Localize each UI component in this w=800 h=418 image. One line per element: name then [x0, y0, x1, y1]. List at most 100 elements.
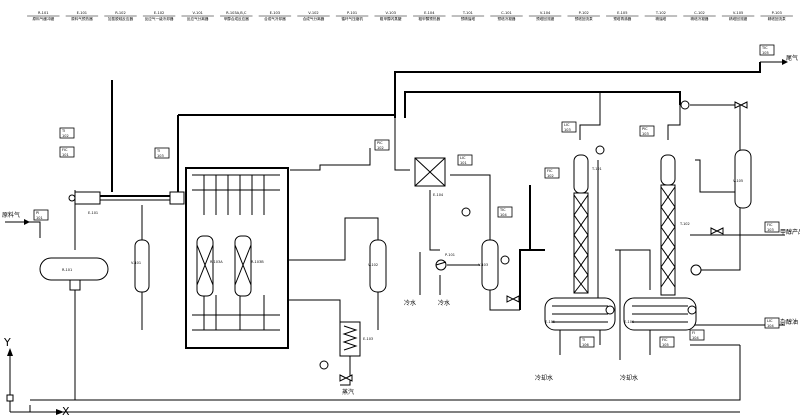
- v105-label: V-105: [733, 179, 743, 183]
- pump-3: [680, 100, 690, 110]
- e106-label: E-106: [624, 320, 634, 324]
- ti106-tag: TI: [581, 338, 585, 342]
- header-equipment-name: 预塔再沸器: [613, 16, 631, 21]
- instrument-ti103: TI 103: [154, 147, 170, 159]
- reactor-r103b: R-103B: [234, 235, 264, 297]
- pic103-number: 103: [642, 132, 649, 136]
- instrument-lic104: LIC 104: [764, 317, 780, 329]
- heat-exchanger-center: E-104: [414, 157, 446, 197]
- header-equipment-tag: P-101: [347, 11, 357, 15]
- header-equipment-name: 合成气冷却器: [264, 16, 286, 21]
- ti103-number: 103: [157, 154, 164, 158]
- fi104-tag: FI: [692, 331, 695, 335]
- v103-label: V-103: [478, 263, 488, 267]
- header-equipment-tag: E-103: [270, 11, 280, 15]
- pump-6: [319, 360, 329, 370]
- pic102-number: 102: [377, 146, 384, 150]
- header-equipment-name: 精塔冷凝器: [691, 16, 709, 21]
- separator-v102: V-102: [368, 239, 387, 293]
- header-equipment-name: 预塔冷凝器: [498, 16, 516, 21]
- instrument-pic103: PIC 103: [639, 125, 655, 137]
- header-equipment-tag: T-101: [462, 11, 473, 15]
- ucs-axes: Y X: [3, 336, 70, 418]
- pump-8: [687, 305, 697, 315]
- header-equipment-name: 循环气压缩机: [341, 16, 363, 21]
- lic103-tag: LIC: [564, 123, 570, 127]
- tic105-tag: TIC: [761, 46, 768, 50]
- header-equipment-name: 预塔回流泵: [575, 16, 593, 21]
- header-equipment-name: 精塔回流泵: [768, 16, 786, 21]
- p101-label: P-101: [445, 253, 455, 257]
- fic105-tag: FIC: [662, 338, 668, 342]
- steam-label: 蒸汽: [342, 388, 354, 396]
- tail-gas-label: 尾气: [786, 54, 798, 62]
- instrument-ti106: TI 106: [579, 336, 595, 348]
- header-equipment-name: 合成气分离器: [303, 16, 325, 21]
- instrument-lic103: LIC 103: [561, 121, 577, 133]
- lic101-tag: LIC: [460, 156, 466, 160]
- header-equipment-tag: R-101: [38, 11, 49, 15]
- header-equipment-name: 加氢脱硫反应器: [108, 16, 134, 21]
- instrument-fic103: FIC 103: [764, 221, 780, 233]
- axis-x-label: X: [62, 405, 70, 418]
- lic101-number: 101: [460, 161, 467, 165]
- header-equipment-tag: V-102: [308, 11, 318, 15]
- fic101-tag: FIC: [62, 148, 68, 152]
- fi104-number: 104: [692, 336, 699, 340]
- e101-label: E-101: [88, 211, 98, 215]
- header-equipment-name: 甲醇合成反应器: [224, 16, 250, 21]
- header-equipment-tag: E-104: [424, 11, 435, 15]
- header-equipment-tag: T-102: [655, 11, 666, 15]
- instruments: PI 101 TI 102 FIC 101 TI 103 PIC 102 LIC…: [33, 44, 780, 348]
- header-equipment-tag: P-102: [579, 11, 589, 15]
- instrument-fi104: FI 104: [689, 329, 705, 341]
- instrument-fic102: FIC 102: [544, 167, 560, 179]
- t101-label: T-101: [591, 167, 602, 171]
- header-equipment-tag: V-104: [540, 11, 551, 15]
- instrument-lic101: LIC 101: [457, 154, 473, 166]
- fic102-number: 102: [547, 174, 554, 178]
- header-equipment-tag: E-101: [77, 11, 87, 15]
- header-equipment-name: 粗甲醇预热器: [419, 16, 441, 21]
- header-equipment-name: 粗甲醇闪蒸罐: [380, 16, 402, 21]
- header-equipment-tag: C-101: [501, 11, 512, 15]
- header-equipment-tag: R-102: [115, 11, 126, 15]
- column-t101: T-101: [573, 154, 602, 294]
- header-equipment-name: 原料气预热器: [71, 16, 93, 21]
- reactor-r103a: R-103A: [196, 235, 223, 297]
- header-equipment-tag: E-102: [154, 11, 164, 15]
- header-equipment-tag: V-101: [192, 11, 202, 15]
- r103b-label: R-103B: [251, 260, 264, 264]
- pic103-tag: PIC: [642, 127, 648, 131]
- header-equipment-name: 反应气分离器: [187, 16, 209, 21]
- header-equipment-tag: C-102: [694, 11, 705, 15]
- reboiler-e106: E-106: [623, 297, 697, 331]
- pi101-tag: PI: [36, 211, 39, 215]
- fic103-tag: FIC: [767, 223, 773, 227]
- header-equipment-name: 反应气一级冷却器: [145, 16, 174, 21]
- fic102-tag: FIC: [547, 169, 553, 173]
- ti106-number: 106: [582, 343, 589, 347]
- equipment-header: R-101原料气缓冲罐E-101原料气预热器R-102加氢脱硫反应器E-102反…: [27, 11, 793, 21]
- water-label-2: 冷水: [438, 299, 450, 307]
- axis-y-label: Y: [3, 336, 11, 349]
- feed-drum-r101: R-101: [39, 257, 109, 291]
- e105-label: E-105: [545, 320, 555, 324]
- instrument-fic105: FIC 105: [659, 336, 675, 348]
- pic102-tag: PIC: [377, 141, 383, 145]
- hx-label: E-104: [433, 193, 444, 197]
- header-equipment-tag: V-105: [733, 11, 743, 15]
- r101-label: R-101: [62, 268, 72, 272]
- ti103-tag: TI: [156, 149, 160, 153]
- instrument-tic104: TIC 104: [497, 206, 513, 218]
- equipment: R-101 E-101 V-101 R-103A R-1: [39, 100, 752, 370]
- pi101-number: 101: [36, 216, 43, 220]
- pump-4: [595, 145, 605, 155]
- valve-4: [339, 374, 353, 382]
- heater-e103: E-103: [339, 321, 373, 357]
- stream-labels: 原料气 尾气 甲醇产品 杂醇油 蒸汽 冷却水 冷却水 冷水 冷水: [2, 54, 800, 396]
- r103a-label: R-103A: [210, 260, 223, 264]
- pump-2: [690, 264, 702, 276]
- fic105-number: 105: [662, 343, 669, 347]
- lic104-number: 104: [767, 324, 774, 328]
